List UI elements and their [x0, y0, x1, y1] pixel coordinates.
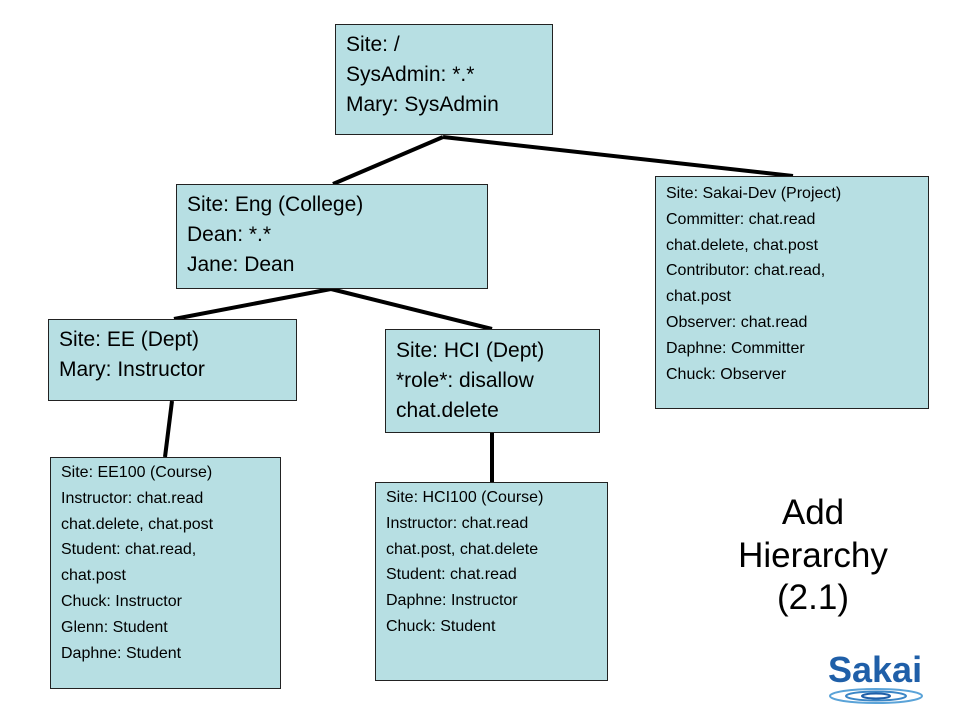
- node-line: Glenn: Student: [61, 618, 168, 636]
- node-line: Dean: *.*: [187, 223, 272, 246]
- node-line: Site: EE100 (Course): [61, 464, 213, 481]
- node-line: chat.post: [61, 567, 126, 585]
- node-line: chat.delete: [396, 399, 499, 422]
- node-site-hci100: Site: HCI100 (Course) Instructor: chat.r…: [375, 482, 608, 681]
- node-line: Mary: Instructor: [59, 358, 205, 381]
- edge-eng-ee: [173, 287, 332, 321]
- logo-ripple-inner: [861, 692, 891, 700]
- node-line: Site: EE (Dept): [59, 328, 200, 351]
- node-line: Site: HCI100 (Course): [386, 489, 544, 506]
- node-line: Daphne: Student: [61, 644, 182, 662]
- node-line: chat.delete, chat.post: [666, 236, 819, 254]
- caption-line: Add: [781, 493, 845, 532]
- node-line: Committer: chat.read: [666, 210, 816, 228]
- edge-root-eng: [332, 135, 444, 186]
- caption-line: (2.1): [777, 578, 849, 617]
- node-line: chat.post: [666, 288, 731, 306]
- node-line: Jane: Dean: [187, 253, 295, 276]
- node-line: Instructor: chat.read: [61, 489, 204, 507]
- node-line: Daphne: Instructor: [386, 592, 518, 610]
- sakai-logo: Sakai: [828, 649, 923, 704]
- caption-line: Hierarchy: [738, 535, 888, 575]
- edge-root-sakai: [442, 135, 794, 178]
- node-line: SysAdmin: *.*: [346, 63, 475, 86]
- edge-eng-hci: [330, 287, 493, 331]
- node-line: chat.delete, chat.post: [61, 515, 214, 533]
- node-line: Site: /: [346, 33, 400, 56]
- node-line: Chuck: Observer: [666, 365, 787, 383]
- node-site-root: Site: / SysAdmin: *.* Mary: SysAdmin: [335, 24, 553, 135]
- node-site-ee100: Site: EE100 (Course) Instructor: chat.re…: [50, 457, 281, 689]
- node-line: Chuck: Student: [386, 617, 496, 635]
- node-line: Instructor: chat.read: [386, 514, 529, 532]
- edge-ee-ee100: [163, 400, 174, 458]
- logo-ripple-middle: [845, 690, 907, 702]
- node-line: *role*: disallow: [396, 369, 534, 392]
- node-line: Site: Eng (College): [187, 193, 364, 216]
- node-line: Student: chat.read,: [61, 541, 197, 559]
- node-site-sakai-dev: Site: Sakai-Dev (Project) Committer: cha…: [655, 176, 929, 409]
- logo-ripple-outer: [829, 688, 923, 704]
- node-line: Contributor: chat.read,: [666, 262, 826, 280]
- node-site-ee: Site: EE (Dept) Mary: Instructor: [48, 319, 297, 401]
- node-site-eng: Site: Eng (College) Dean: *.* Jane: Dean: [176, 184, 488, 289]
- node-line: Site: Sakai-Dev (Project): [666, 185, 842, 202]
- node-line: Mary: SysAdmin: [346, 93, 499, 116]
- node-line: chat.post, chat.delete: [386, 540, 539, 558]
- node-line: Chuck: Instructor: [61, 592, 182, 610]
- node-line: Student: chat.read: [386, 566, 517, 584]
- node-line: Site: HCI (Dept): [396, 339, 545, 362]
- node-line: Observer: chat.read: [666, 313, 808, 331]
- logo-wordmark: Sakai: [828, 649, 922, 690]
- node-site-hci: Site: HCI (Dept) *role*: disallow chat.d…: [385, 329, 600, 433]
- slide-caption: Add Hierarchy (2.1): [728, 492, 898, 620]
- node-line: Daphne: Committer: [666, 339, 805, 357]
